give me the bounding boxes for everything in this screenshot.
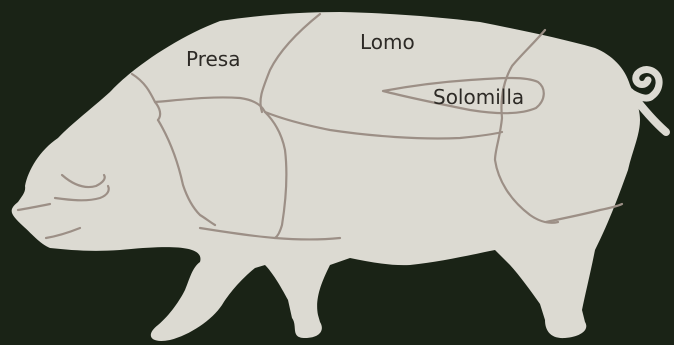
pig-body[interactable] [12, 12, 640, 341]
label-solomillo: Solomilla [433, 85, 524, 109]
label-lomo: Lomo [360, 30, 415, 54]
label-presa: Presa [186, 47, 240, 71]
